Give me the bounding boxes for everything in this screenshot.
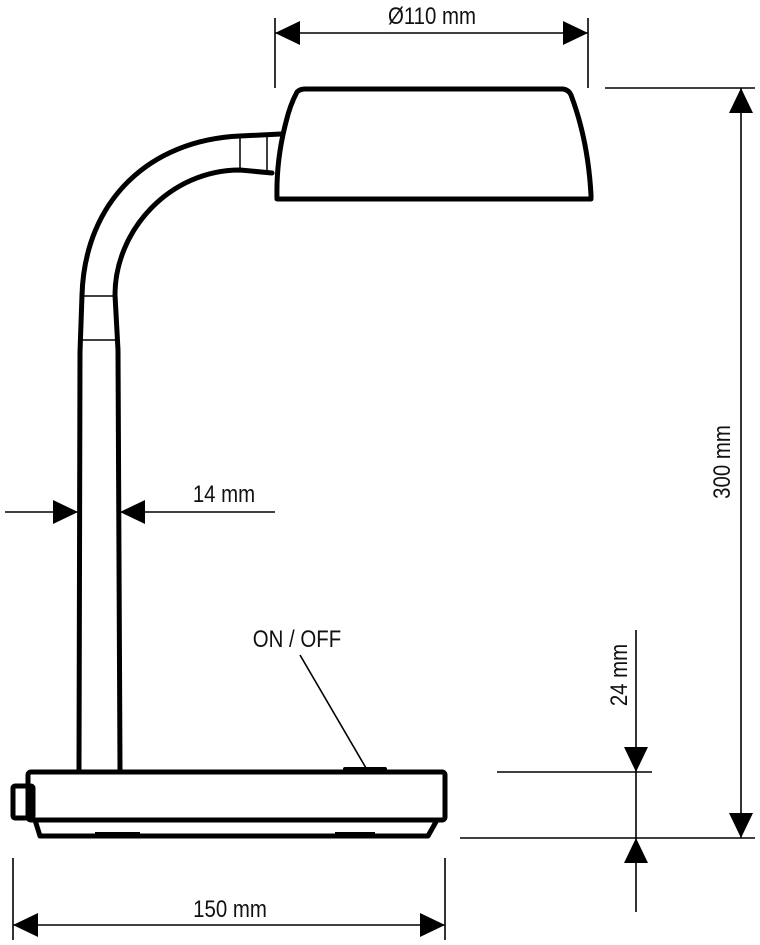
arrowhead-icon xyxy=(13,913,38,937)
base-feet xyxy=(32,817,440,839)
arrowhead-icon xyxy=(420,913,445,937)
base-height-label: 24 mm xyxy=(605,644,632,706)
lamp-head xyxy=(274,86,594,202)
base-width-label: 150 mm xyxy=(193,895,267,922)
arrowhead-icon xyxy=(563,21,588,45)
base-side-tab xyxy=(10,783,36,821)
arrowhead-icon xyxy=(729,88,753,113)
pole-width-label: 14 mm xyxy=(193,480,255,507)
switch-leader-line xyxy=(299,654,367,769)
switch-label: ON / OFF xyxy=(253,625,341,652)
arrowhead-icon xyxy=(624,747,648,772)
lamp-base xyxy=(25,769,448,823)
base-foot-pad xyxy=(95,832,375,838)
arrowhead-icon xyxy=(729,813,753,838)
head-diameter-label: Ø110 mm xyxy=(388,2,476,29)
arrowhead-icon xyxy=(624,838,648,863)
gooseneck-inner xyxy=(112,167,275,773)
on-off-switch xyxy=(343,767,387,773)
total-height-label: 300 mm xyxy=(708,425,735,499)
arrowhead-icon xyxy=(275,21,300,45)
arrowhead-icon xyxy=(53,500,78,524)
gooseneck-outer xyxy=(76,131,284,773)
arrowhead-icon xyxy=(120,500,145,524)
